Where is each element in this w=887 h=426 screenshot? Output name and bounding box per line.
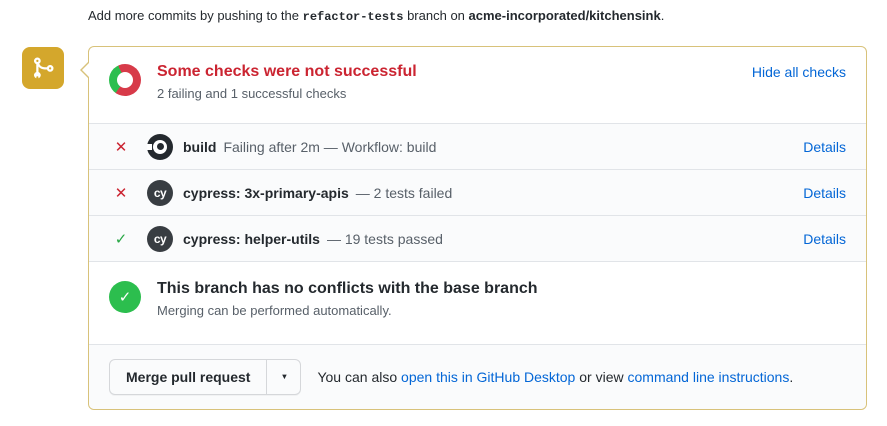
check-name: build	[183, 138, 217, 155]
check-row-build: ✕ build Failing after 2m — Workflow: bui…	[89, 123, 866, 169]
mergeability-subtitle: Merging can be performed automatically.	[157, 303, 392, 318]
checks-summary-title: Some checks were not successful	[157, 63, 417, 80]
check-circle-icon: ✓	[109, 281, 141, 313]
merge-button-group: Merge pull request ▼	[109, 359, 302, 395]
git-merge-icon	[22, 47, 64, 89]
check-name: cypress: helper-utils	[183, 230, 320, 247]
checks-status-donut-icon	[109, 64, 141, 96]
details-link[interactable]: Details	[803, 138, 846, 155]
check-description: Failing after 2m — Workflow: build	[223, 138, 437, 155]
mergeability-section: ✓ This branch has no conflicts with the …	[89, 261, 866, 344]
push-hint-middle: branch on	[407, 8, 465, 23]
sentence-period: .	[789, 369, 794, 385]
x-icon: ✕	[114, 184, 128, 202]
checks-summary-header: Some checks were not successful 2 failin…	[89, 47, 866, 123]
github-desktop-link[interactable]: open this in GitHub Desktop	[401, 369, 576, 385]
merge-actions-section: Merge pull request ▼ You can also open t…	[89, 344, 866, 409]
check-row-cypress-primary-apis: ✕ cy cypress: 3x-primary-apis — 2 tests …	[89, 169, 866, 215]
hide-all-checks-link[interactable]: Hide all checks	[751, 64, 846, 80]
check-description: — 2 tests failed	[355, 184, 453, 201]
details-link[interactable]: Details	[803, 184, 846, 201]
repo-name: acme-incorporated/kitchensink	[468, 8, 661, 23]
push-hint-prefix: Add more commits by pushing to the	[88, 8, 299, 23]
check-description: — 19 tests passed	[326, 230, 443, 247]
merge-options-dropdown-button[interactable]: ▼	[266, 360, 300, 394]
alternative-actions-text: You can also open this in GitHub Desktop…	[317, 369, 793, 385]
push-hint-period: .	[660, 8, 665, 23]
command-line-instructions-link[interactable]: command line instructions	[627, 369, 790, 385]
details-link[interactable]: Details	[803, 230, 846, 247]
push-hint-text: Add more commits by pushing to the refac…	[88, 8, 664, 24]
branch-name: refactor-tests	[302, 10, 404, 24]
check-icon: ✓	[114, 230, 128, 248]
check-name: cypress: 3x-primary-apis	[183, 184, 349, 201]
merge-pull-request-button[interactable]: Merge pull request	[110, 360, 266, 394]
checks-list: ✕ build Failing after 2m — Workflow: bui…	[89, 123, 866, 261]
cypress-icon: cy	[147, 179, 173, 206]
also-prefix: You can also	[317, 369, 398, 385]
mergeability-title: This branch has no conflicts with the ba…	[157, 280, 538, 297]
circleci-icon	[147, 133, 173, 160]
chevron-down-icon: ▼	[280, 372, 288, 381]
or-view-text: or view	[579, 369, 624, 385]
x-icon: ✕	[114, 138, 128, 156]
check-row-cypress-helper-utils: ✓ cy cypress: helper-utils — 19 tests pa…	[89, 215, 866, 261]
cypress-icon: cy	[147, 225, 173, 252]
checks-summary-subtitle: 2 failing and 1 successful checks	[157, 86, 347, 101]
merge-status-box: Some checks were not successful 2 failin…	[80, 46, 867, 410]
